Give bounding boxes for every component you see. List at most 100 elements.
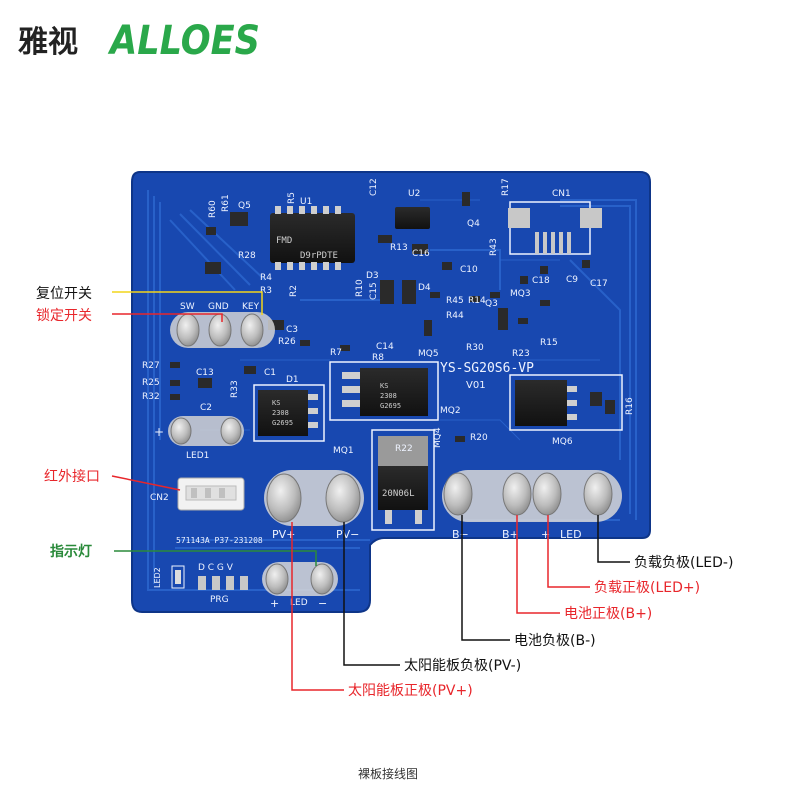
silk-sw: SW	[180, 302, 195, 312]
mq1-brand: KS	[272, 399, 280, 407]
silk-pv-minus: PV−	[336, 528, 359, 541]
silk-mq2: MQ2	[440, 406, 461, 416]
silk-c17: C17	[590, 279, 608, 289]
silk-q4: Q4	[467, 219, 480, 229]
silk-d3: D3	[366, 271, 379, 281]
mq1-lot: 2308	[272, 409, 289, 417]
figure-caption: 裸板接线图	[358, 766, 418, 781]
silk-mq3: MQ3	[510, 289, 531, 299]
silk-r26: R26	[278, 337, 296, 347]
component-u2: U2	[395, 189, 430, 229]
silk-r3: R3	[260, 286, 272, 296]
silk-r20: R20	[470, 433, 488, 443]
silk-r4: R4	[260, 273, 272, 283]
mq2-lot: 2308	[380, 392, 397, 400]
u1-pins	[275, 206, 341, 270]
brand-logo: 雅视 ALLOES	[18, 18, 260, 64]
line-load-neg	[597, 515, 630, 563]
line-indicator	[114, 550, 317, 566]
silk-c16: C16	[412, 249, 430, 259]
mosfet-mq4: 20N06L R22 MQ4	[371, 427, 443, 531]
silk-prg: PRG	[210, 595, 229, 605]
silk-c13: C13	[196, 368, 214, 378]
led1-pads: + LED1	[154, 416, 244, 461]
silk-r28: R28	[238, 251, 256, 261]
silk-r60: R60	[208, 200, 218, 218]
silk-mq6: MQ6	[552, 437, 573, 447]
silk-q5: Q5	[238, 201, 251, 211]
silk-r33: R33	[230, 380, 240, 398]
line-load-pos	[547, 515, 590, 588]
callout-lines	[111, 291, 630, 691]
silk-cn1: CN1	[552, 189, 571, 199]
silk-ind-led: LED	[290, 598, 308, 608]
silk-r45: R45	[446, 296, 464, 306]
silk-led-plus: +	[541, 528, 550, 541]
callout-lock-switch: 锁定开关	[36, 308, 92, 324]
silk-c9: C9	[566, 275, 578, 285]
indicator-led-pads: + LED −	[262, 562, 338, 610]
silk-r61: R61	[221, 194, 231, 212]
silk-d1: D1	[286, 375, 299, 385]
board-serial: 571143A P37-231208	[176, 536, 263, 545]
silk-mq5: MQ5	[418, 349, 439, 359]
ir-connector-cn2: CN2	[150, 477, 245, 511]
silk-gnd: GND	[208, 302, 229, 312]
silk-r15: R15	[540, 338, 558, 348]
callout-batt-neg: 电池负极(B-)	[514, 633, 596, 649]
silk-r23: R23	[512, 349, 530, 359]
silk-cn2: CN2	[150, 493, 169, 503]
silk-r17: R17	[501, 178, 511, 196]
battery-led-pads: B− B+ + LED	[442, 470, 622, 541]
silk-key: KEY	[242, 302, 260, 312]
mq1-part: G2695	[272, 419, 293, 427]
silk-b-minus: B−	[452, 528, 469, 541]
silk-r10: R10	[355, 279, 365, 297]
silk-u2: U2	[408, 189, 420, 199]
mosfet-mq2: KS 2308 G2695 MQ2	[329, 361, 461, 421]
silk-mq1: MQ1	[333, 446, 354, 456]
silk-q3: Q3	[485, 299, 498, 309]
silk-r16: R16	[625, 397, 635, 415]
mosfet-mq6: MQ6	[509, 374, 623, 447]
callout-load-neg: 负载负极(LED-)	[634, 555, 733, 571]
callout-ir-port: 红外接口	[44, 468, 100, 485]
silk-d4: D4	[418, 283, 431, 293]
component-u1: FMD D9rPDTE	[270, 206, 355, 270]
line-batt-pos	[516, 515, 560, 614]
u1-code: D9rPDTE	[300, 251, 338, 261]
mq2-part: G2695	[380, 402, 401, 410]
silk-led: LED	[560, 528, 582, 541]
board-model: YS-SG20S6-VP	[440, 361, 534, 376]
silk-r43: R43	[489, 238, 499, 256]
silk-c3: C3	[286, 325, 298, 335]
callout-reset-switch: 复位开关	[36, 285, 92, 302]
silk-r5: R5	[287, 192, 297, 204]
board-version: V01	[466, 380, 486, 391]
silk-r22: R22	[395, 444, 413, 454]
silk-led1: LED1	[186, 451, 209, 461]
silkscreen-designators: U1 Q5 Q4 Q3 MQ3 MQ5 D1 D3 D4 C1 C2 C3 C9…	[142, 178, 635, 443]
smd-components	[170, 192, 615, 442]
u1-brand: FMD	[276, 236, 292, 246]
callout-load-pos: 负载正极(LED+)	[594, 580, 700, 596]
silk-ind-plus: +	[270, 597, 279, 610]
callout-pv-pos: 太阳能板正极(PV+)	[348, 683, 473, 699]
line-pv-pos	[291, 522, 344, 691]
silk-r25: R25	[142, 378, 160, 388]
silk-c2: C2	[200, 403, 212, 413]
callout-labels: 复位开关 锁定开关 红外接口 指示灯 负载负极(LED-) 负载正极(LED+)…	[36, 285, 733, 699]
pv-pads: PV+ PV−	[264, 470, 364, 541]
callout-batt-pos: 电池正极(B+)	[564, 606, 652, 622]
silk-led1-plus: +	[154, 425, 164, 439]
silk-u1: U1	[300, 197, 312, 207]
prg-header: D C G V PRG LED2	[153, 563, 248, 605]
mosfet-mq1: KS 2308 G2695 MQ1	[253, 384, 354, 456]
silk-c12: C12	[369, 178, 379, 196]
silk-pv-plus: PV+	[272, 528, 295, 541]
line-reset-switch	[112, 291, 263, 315]
silk-r14: R14	[468, 296, 486, 306]
mq2-brand: KS	[380, 382, 388, 390]
silk-led2: LED2	[153, 567, 162, 588]
